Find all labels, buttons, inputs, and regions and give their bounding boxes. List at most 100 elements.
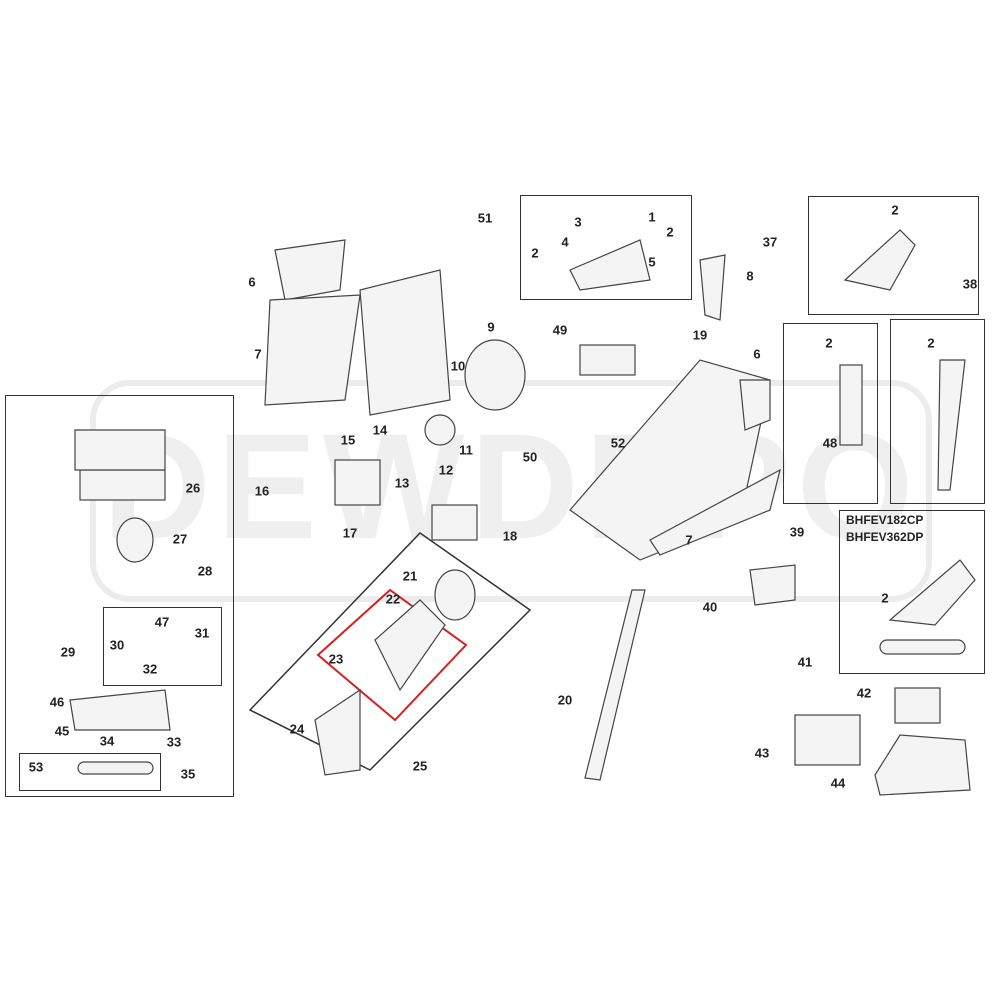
callout: 16 — [254, 483, 270, 499]
part-17-filter — [334, 459, 381, 506]
part-49-board — [579, 344, 636, 376]
callout: 41 — [797, 654, 813, 670]
callout: 6 — [753, 346, 761, 362]
callout: 52 — [610, 435, 626, 451]
part-floor-head — [69, 689, 171, 731]
callout: 37 — [762, 234, 778, 250]
callout: 12 — [438, 462, 454, 478]
model-label-1: BHFEV182CP — [846, 513, 924, 527]
group-box-38 — [890, 319, 985, 504]
callout: 51 — [477, 210, 493, 226]
group-box-35 — [19, 753, 161, 791]
callout: 2 — [891, 202, 899, 218]
callout: 42 — [856, 685, 872, 701]
part-7-housing — [264, 294, 361, 406]
part-7-lower — [649, 468, 781, 556]
group-box-51 — [520, 195, 692, 300]
group-box-16 — [5, 395, 234, 797]
callout: 23 — [328, 651, 344, 667]
part-38-tool — [937, 359, 966, 491]
part-41-tool — [888, 559, 976, 626]
callout: 14 — [372, 422, 388, 438]
part-43-battery — [794, 714, 861, 766]
part-24 — [314, 688, 361, 776]
part-35-brushroll — [77, 761, 154, 775]
callout: 8 — [746, 268, 754, 284]
part-51-button-housing — [569, 239, 651, 291]
part-23-bin — [374, 599, 446, 692]
callout: 22 — [385, 591, 401, 607]
callout: 7 — [685, 532, 693, 548]
callout: 3 — [574, 214, 582, 230]
callout: 26 — [185, 480, 201, 496]
callout: 5 — [648, 254, 656, 270]
callout: 40 — [702, 599, 718, 615]
callout: 6 — [248, 274, 256, 290]
callout: 53 — [28, 759, 44, 775]
callout: 28 — [197, 563, 213, 579]
part-44-charger — [874, 734, 971, 796]
group-box-39 — [783, 323, 878, 504]
callout: 20 — [557, 692, 573, 708]
callout: 4 — [561, 234, 569, 250]
part-9-motor — [464, 339, 526, 411]
callout: 46 — [49, 694, 65, 710]
callout: 13 — [394, 475, 410, 491]
callout: 43 — [754, 745, 770, 761]
part-37-tool — [843, 229, 916, 291]
callout: 48 — [822, 435, 838, 451]
part-39-tool — [839, 364, 863, 446]
part-6-cover — [274, 239, 346, 301]
callout: 30 — [109, 637, 125, 653]
callout: 18 — [502, 528, 518, 544]
part-26 — [79, 469, 166, 501]
callout: 25 — [412, 758, 428, 774]
part-42 — [894, 687, 941, 724]
callout: 33 — [166, 734, 182, 750]
part-6-right — [739, 379, 771, 431]
callout: 31 — [194, 625, 210, 641]
callout: 32 — [142, 661, 158, 677]
callout: 2 — [666, 224, 674, 240]
part-16-head — [74, 429, 166, 471]
callout: 39 — [789, 524, 805, 540]
watermark: DEWDEPO — [90, 380, 932, 602]
part-21 — [434, 569, 476, 621]
callout: 2 — [825, 335, 833, 351]
callout: 50 — [522, 449, 538, 465]
callout: 27 — [172, 531, 188, 547]
highlight-box-23 — [316, 588, 468, 722]
callout: 35 — [180, 766, 196, 782]
callout: 47 — [154, 614, 170, 630]
part-20-tube — [584, 589, 646, 781]
part-8 — [699, 254, 726, 321]
callout: 7 — [254, 346, 262, 362]
group-box-41 — [839, 510, 985, 674]
group-box-37 — [808, 196, 979, 315]
part-12 — [424, 414, 456, 446]
callout: 10 — [450, 358, 466, 374]
callout: 24 — [289, 721, 305, 737]
part-27 — [116, 517, 154, 563]
model-label-2: BHFEV362DP — [846, 530, 924, 544]
callout: 17 — [342, 525, 358, 541]
callout: 11 — [459, 442, 473, 458]
callout: 9 — [487, 319, 495, 335]
callout: 38 — [962, 276, 978, 292]
callout: 21 — [402, 568, 418, 584]
callout: 34 — [99, 733, 115, 749]
group-box-29 — [103, 607, 222, 686]
callout: 45 — [54, 723, 70, 739]
callout: 15 — [340, 432, 356, 448]
callout: 49 — [552, 322, 568, 338]
callout: 2 — [881, 590, 889, 606]
part-40 — [749, 564, 796, 606]
part-main-housing — [359, 269, 451, 416]
part-18-grille — [431, 504, 478, 541]
callout: 19 — [692, 327, 708, 343]
callout: 29 — [60, 644, 76, 660]
callout: 2 — [531, 245, 539, 261]
callout: 44 — [830, 775, 846, 791]
